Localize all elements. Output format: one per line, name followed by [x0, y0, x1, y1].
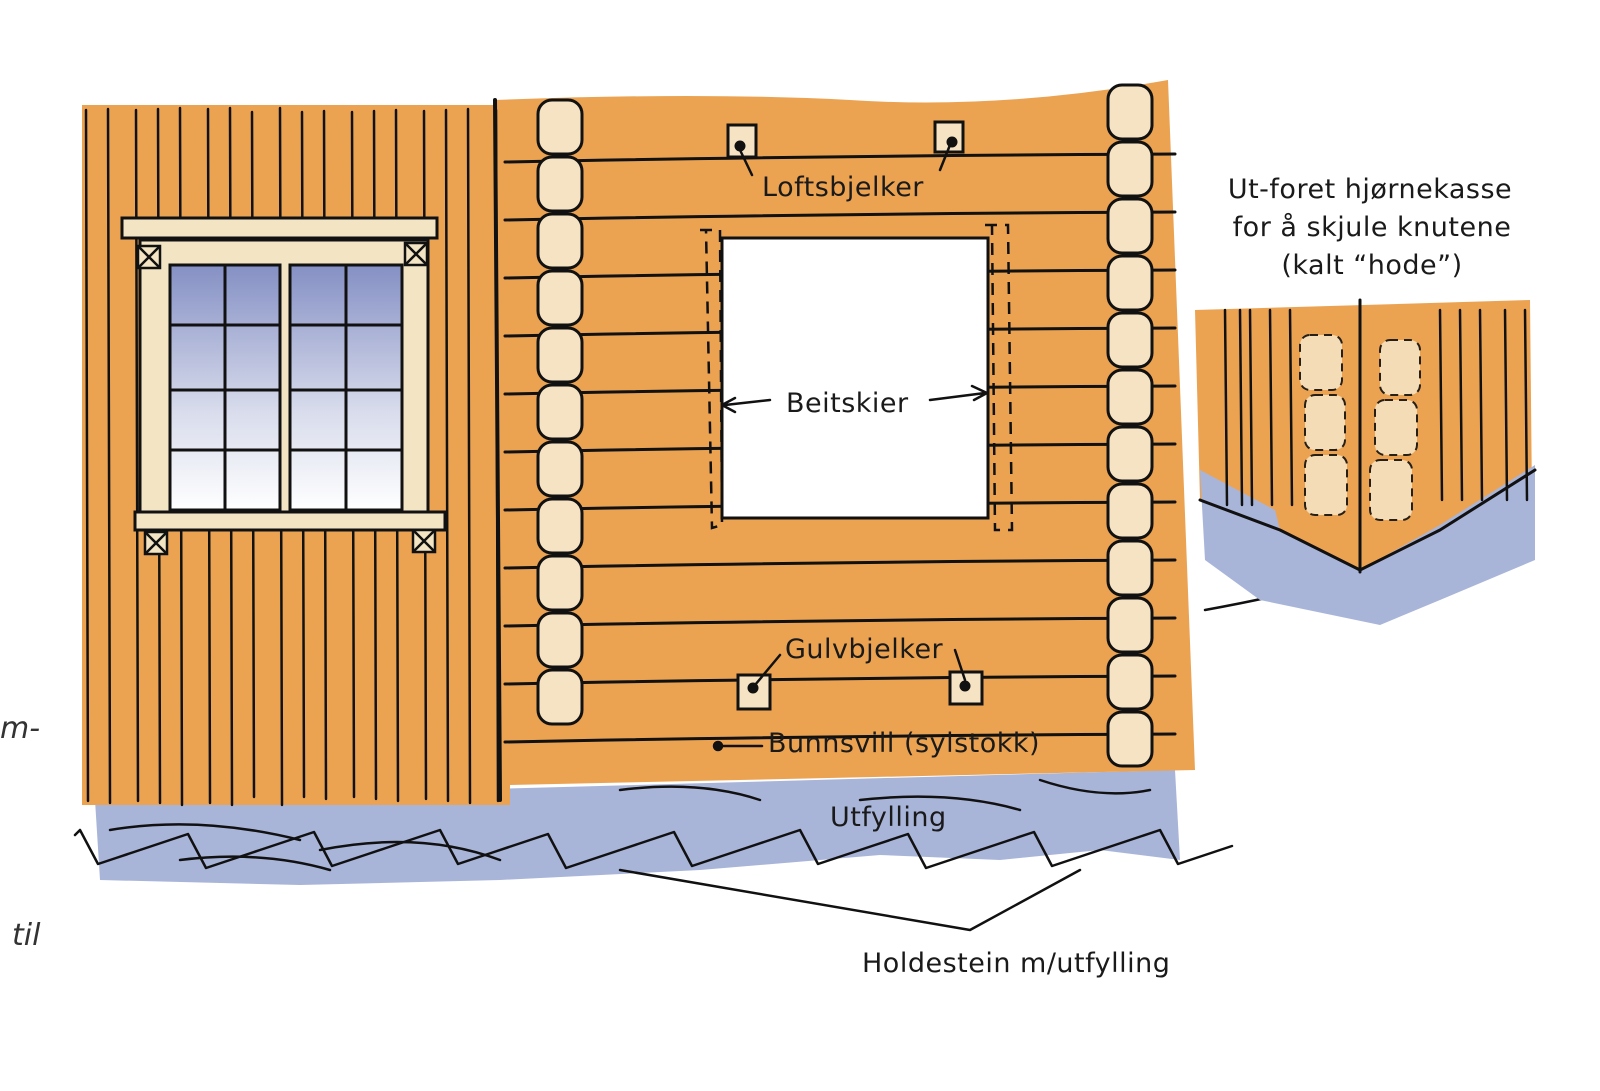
door-opening [720, 236, 990, 520]
log-seam [503, 210, 1177, 222]
inset-board [1478, 308, 1484, 502]
log-seam [503, 152, 1177, 164]
log-end [536, 611, 584, 669]
label-bunnsvill: Bunnsvill (sylstokk) [768, 728, 1040, 759]
log-seam [503, 616, 1177, 628]
log-end [536, 554, 584, 612]
inset-board [1458, 308, 1464, 502]
log-end [1106, 140, 1154, 198]
label-beitskier: Beitskier [786, 388, 909, 419]
corner-box-inset [1195, 298, 1537, 625]
stone-outline [178, 855, 332, 872]
inset-caption-line2: for å skjule knutene [1233, 212, 1512, 243]
log-end [1106, 368, 1154, 426]
label-loftsbjelker: Loftsbjelker [762, 172, 924, 203]
log-end [536, 155, 584, 213]
log-seam [503, 732, 1177, 744]
stone-outline [108, 823, 302, 842]
stone-outline [858, 795, 1022, 812]
board-line [493, 98, 502, 802]
board-line [466, 107, 472, 805]
inset-caption-line3: (kalt “hode”) [1281, 250, 1462, 281]
log-end [1106, 653, 1154, 711]
margin-text-fragment: til [12, 918, 41, 953]
log-end [1106, 539, 1154, 597]
log-end [536, 383, 584, 441]
log-end [536, 440, 584, 498]
log-seam [503, 674, 1177, 686]
log-end [536, 98, 584, 156]
log-end [536, 212, 584, 270]
inset-board [1248, 308, 1254, 507]
stone-scribble [73, 828, 1234, 870]
stone-sketch [73, 778, 1234, 872]
beitskier-dashed [700, 223, 1014, 532]
log-seam [503, 558, 1177, 570]
log-end [1106, 425, 1154, 483]
label-gulvbjelker: Gulvbjelker [785, 634, 944, 665]
log-end [536, 497, 584, 555]
inset-board [1238, 308, 1244, 507]
log-end [1106, 311, 1154, 369]
log-end [1106, 596, 1154, 654]
label-utfylling: Utfylling [830, 802, 947, 833]
inset-board [1223, 308, 1229, 507]
board-line [106, 107, 112, 805]
label-holdestein: Holdestein m/utfylling [862, 948, 1170, 979]
log-end [536, 269, 584, 327]
log-end [1106, 83, 1154, 141]
stone-outline [1038, 778, 1152, 795]
stone-outline [318, 840, 502, 862]
inset-board [1268, 308, 1274, 507]
log-end [1106, 254, 1154, 312]
log-end [1106, 710, 1154, 768]
inset-board [1523, 308, 1529, 502]
log-end [536, 668, 584, 726]
inset-base [1198, 468, 1537, 572]
log-corner-ends [536, 83, 1154, 768]
log-end [1106, 197, 1154, 255]
stone-outline [618, 785, 762, 802]
log-end [1106, 482, 1154, 540]
inset-caption-line1: Ut-foret hjørnekasse [1228, 174, 1512, 205]
log-end [536, 326, 584, 384]
inset-board [1288, 308, 1294, 507]
margin-text-fragment: m- [0, 711, 40, 746]
window [120, 216, 447, 556]
board-line [444, 108, 450, 803]
inset-board [1438, 308, 1444, 502]
inset-board [1503, 308, 1509, 502]
board-line [84, 108, 90, 803]
